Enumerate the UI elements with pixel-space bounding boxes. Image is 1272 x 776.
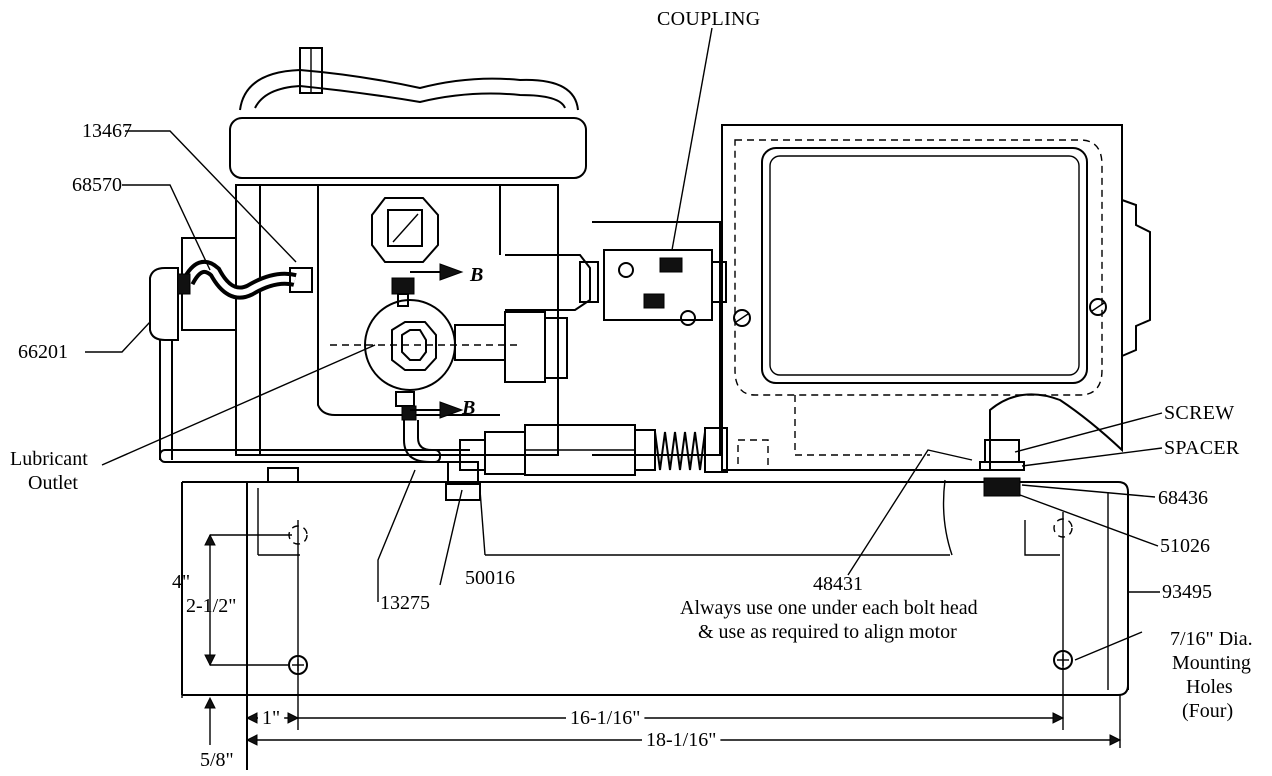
motor <box>721 124 1151 497</box>
part-labels: COUPLING 13467 68570 66201 Lubricant Out… <box>10 8 1253 722</box>
label-13275: 13275 <box>380 592 430 614</box>
label-note-line1: Always use one under each bolt head <box>680 597 978 619</box>
label-spacer: SPACER <box>1164 437 1240 459</box>
dimension-lines <box>181 482 1122 748</box>
label-66201: 66201 <box>18 341 68 363</box>
label-note-line2: & use as required to align motor <box>698 621 957 643</box>
section-b-label-upper: B <box>469 264 483 286</box>
label-68570: 68570 <box>72 174 122 196</box>
label-50016: 50016 <box>465 567 515 589</box>
label-93495: 93495 <box>1162 581 1212 603</box>
dim-1: 1" <box>262 707 280 729</box>
dim-16-1-16: 16-1/16" <box>570 707 640 729</box>
mounting-holes <box>288 512 1073 730</box>
dim-5-8: 5/8" <box>200 749 234 771</box>
label-holes-line1: 7/16" Dia. <box>1170 628 1253 650</box>
dim-4: 4" <box>172 571 190 593</box>
base-plate <box>181 479 1129 770</box>
label-lubricant-outlet-line1: Lubricant <box>10 448 88 470</box>
label-coupling: COUPLING <box>657 8 761 30</box>
pump-body: B B <box>149 47 599 460</box>
label-13467: 13467 <box>82 120 132 142</box>
label-48431: 48431 <box>813 573 863 595</box>
label-screw: SCREW <box>1164 402 1234 424</box>
label-51026: 51026 <box>1160 535 1210 557</box>
dim-18-1-16-bg <box>642 729 721 751</box>
dim-1-bg <box>258 707 285 729</box>
label-68436: 68436 <box>1158 487 1208 509</box>
label-holes-line2: Mounting <box>1172 652 1251 674</box>
label-holes-line4: (Four) <box>1182 700 1233 722</box>
dim-2-1-2: 2-1/2" <box>186 595 236 617</box>
dim-18-1-16: 18-1/16" <box>646 729 716 751</box>
leader-lines <box>85 27 1163 661</box>
label-lubricant-outlet-line2: Outlet <box>28 472 78 494</box>
section-b-label-lower: B <box>461 397 475 419</box>
dim-16-1-16-bg <box>566 707 645 729</box>
dimension-labels: 4" 2-1/2" 1" 16-1/16" 18-1/16" 5/8" <box>172 571 721 771</box>
label-holes-line3: Holes <box>1186 676 1233 698</box>
lubricant-tube <box>159 420 728 501</box>
coupling <box>592 221 727 456</box>
